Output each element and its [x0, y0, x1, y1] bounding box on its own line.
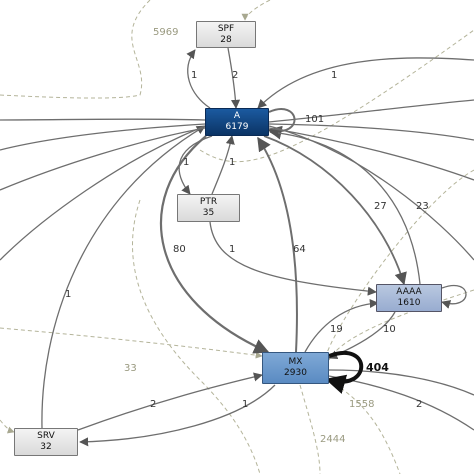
- dashed-edge: [132, 199, 261, 474]
- label-aaaa-mx: 10: [383, 324, 396, 335]
- label-ptr-aaaa: 1: [229, 244, 235, 255]
- label-right-a: 1: [331, 70, 337, 81]
- label-a-spf: 1: [191, 70, 197, 81]
- label-a-self: 101: [305, 114, 324, 125]
- dashed-edge: [0, 0, 151, 99]
- edge-mx-aaaa: [304, 298, 379, 353]
- label-spf-a: 2: [232, 70, 238, 81]
- node-a[interactable]: A 6179: [205, 108, 269, 136]
- label-dashed-left: 33: [124, 363, 137, 374]
- edge-a-mx: [160, 135, 270, 354]
- label-a-ptr: 1: [183, 157, 189, 168]
- node-ptr-name: PTR: [199, 197, 218, 207]
- node-spf-name: SPF: [217, 23, 235, 34]
- edge-mx-a: [257, 136, 298, 353]
- label-srv-a: 1: [65, 289, 71, 300]
- label-mx-self: 404: [366, 361, 389, 374]
- edge-a-aaaa: [263, 135, 407, 286]
- edge-aaaa-self: [441, 285, 467, 309]
- edge-srv-mx: [77, 372, 263, 431]
- node-mx[interactable]: MX 2930: [262, 352, 329, 384]
- node-aaaa-count: 1610: [397, 298, 421, 308]
- edge-aaaa-a: [269, 128, 421, 285]
- label-mx-a: 64: [293, 244, 306, 255]
- dashed-edge: [0, 419, 15, 434]
- edge-srv-a: [41, 125, 206, 429]
- label-dashed-bottom: 2444: [320, 434, 345, 445]
- node-a-count: 6179: [225, 122, 249, 132]
- edge-ptr-a: [211, 135, 235, 195]
- dashed-edge: [241, 0, 271, 21]
- node-srv-name: SRV: [37, 431, 55, 441]
- edge-right-a: [257, 57, 474, 109]
- label-ptr-a: 1: [229, 157, 235, 168]
- label-aaaa-a: 23: [416, 201, 429, 212]
- label-mx-aaaa: 19: [330, 324, 343, 335]
- dashed-edge: [324, 169, 474, 361]
- edge-aaaa-mx: [328, 311, 396, 360]
- label-dashed-mx: 1558: [349, 399, 374, 410]
- node-a-name: A: [233, 111, 241, 121]
- label-srv-mx: 2: [150, 399, 156, 410]
- dashed-edge: [328, 379, 401, 474]
- node-spf-count: 28: [220, 34, 232, 45]
- label-a-aaaa: 27: [374, 201, 387, 212]
- edge-spf-a: [227, 47, 241, 109]
- node-ptr-count: 35: [202, 208, 215, 218]
- node-srv-count: 32: [40, 442, 52, 452]
- node-mx-count: 2930: [284, 368, 307, 378]
- dashed-edge: [0, 327, 263, 359]
- node-spf[interactable]: SPF 28: [196, 21, 256, 48]
- edge-a-spf: [186, 49, 211, 109]
- edge-ptr-aaaa: [209, 221, 377, 296]
- node-mx-name: MX: [288, 357, 303, 367]
- label-mx-srv: 1: [242, 399, 248, 410]
- node-srv[interactable]: SRV 32: [14, 428, 78, 456]
- node-aaaa-name: AAAA: [396, 287, 422, 297]
- dashed-edge: [299, 384, 321, 474]
- edge-mx-right2: [328, 369, 474, 396]
- label-mx-right: 2: [416, 399, 422, 410]
- edge-mx-srv: [79, 384, 276, 447]
- label-a-mx: 80: [173, 244, 186, 255]
- edge-mx-self: [325, 351, 364, 394]
- label-dashed-top: 5969: [153, 27, 178, 38]
- node-ptr[interactable]: PTR 35: [177, 194, 240, 222]
- node-aaaa[interactable]: AAAA 1610: [376, 284, 442, 312]
